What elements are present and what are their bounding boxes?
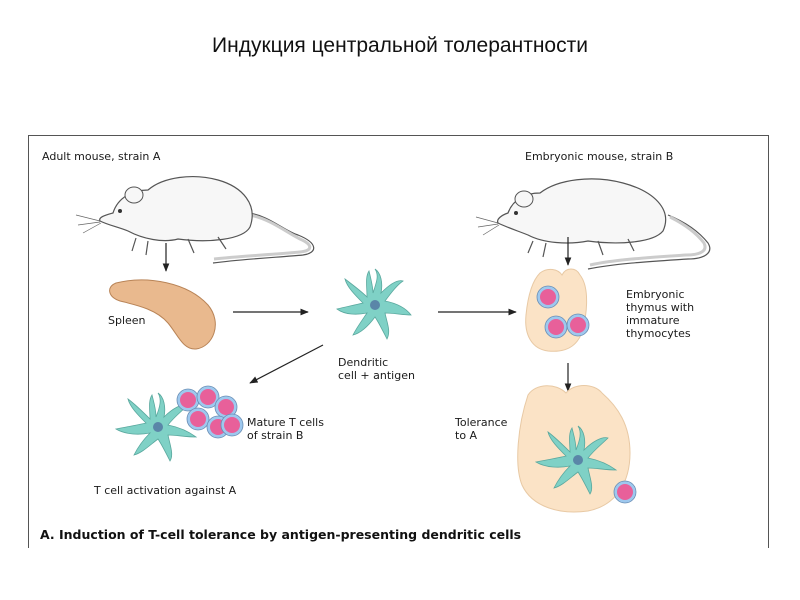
label-t-cell-activation: T cell activation against A — [94, 484, 237, 497]
mature-t-cell-4 — [186, 407, 210, 431]
mature-t-cell-1 — [176, 388, 200, 412]
embryonic-mouse-icon — [475, 178, 711, 270]
mature-t-cell-6 — [220, 413, 244, 437]
thymocyte-2 — [544, 315, 568, 339]
thymocyte-1 — [536, 285, 560, 309]
tolerant-t-cell — [613, 480, 637, 504]
label-embryonic-mouse: Embryonic mouse, strain B — [525, 150, 674, 163]
figure-frame — [28, 135, 769, 548]
adult-mouse-icon — [75, 175, 315, 264]
thymocyte-3 — [566, 313, 590, 337]
label-spleen: Spleen — [108, 314, 146, 327]
flow-arrows — [162, 237, 572, 392]
label-embryonic-thymus: Embryonic thymus with immature thymocyte… — [626, 288, 695, 340]
dendritic-cell-icon — [336, 268, 412, 340]
label-mature-t-cells: Mature T cells of strain B — [247, 416, 324, 442]
label-tolerance: Tolerance to A — [455, 416, 508, 442]
embryonic-thymus-icon — [525, 268, 590, 352]
label-adult-mouse: Adult mouse, strain A — [42, 150, 161, 163]
slide-title: Индукция центральной толерантности — [212, 34, 588, 57]
diagram-canvas — [75, 175, 711, 513]
spleen-icon — [109, 279, 216, 350]
label-dendritic-cell: Dendritic cell + antigen — [338, 356, 415, 382]
activation-cluster-icon — [114, 385, 244, 462]
tolerance-thymus-icon — [517, 385, 637, 513]
figure-caption: A. Induction of T-cell tolerance by anti… — [40, 527, 522, 542]
arrow-dc-to-activation — [249, 344, 324, 384]
